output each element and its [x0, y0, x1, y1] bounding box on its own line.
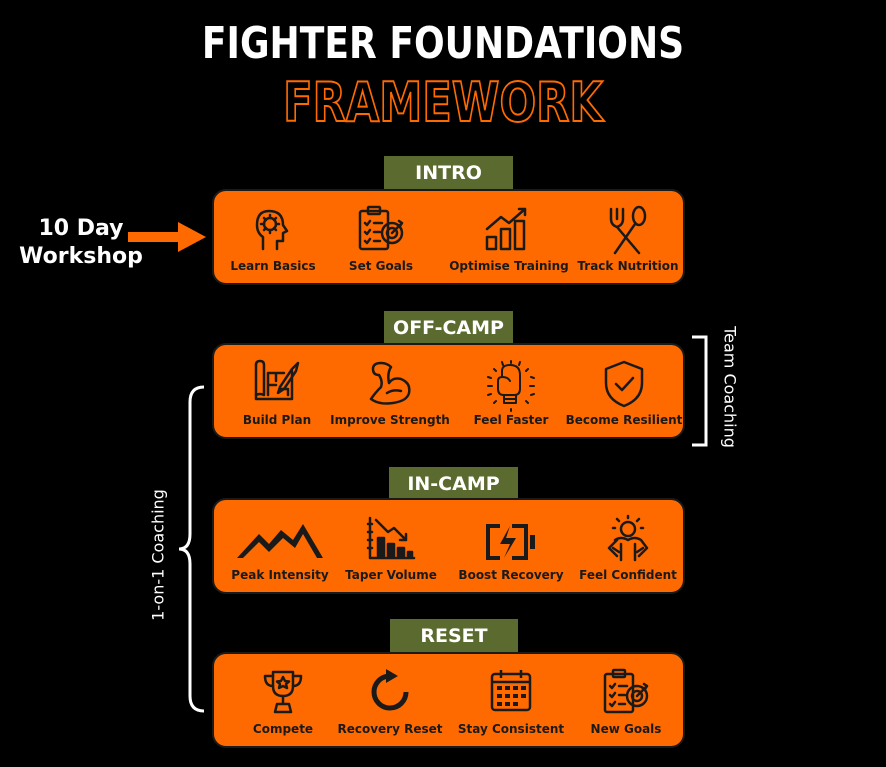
phase-item: Become Resilient: [565, 345, 683, 437]
phase-item-caption: Track Nutrition: [577, 259, 679, 273]
phase-item-caption: Optimise Training: [449, 259, 569, 273]
phase-item-caption: Learn Basics: [230, 259, 316, 273]
phase-item-caption: Stay Consistent: [457, 722, 565, 736]
phase-item-caption: Taper Volume: [345, 568, 437, 582]
battery-charge-icon: [486, 524, 535, 560]
phase-item: Compete: [224, 654, 342, 746]
phase-panel-intro: Learn Basics Set Goals Optimise Training…: [212, 189, 685, 285]
phase-item: Build Plan: [218, 345, 336, 437]
phase-item: Track Nutrition: [569, 191, 687, 283]
page-title: FIGHTER FOUNDATIONS: [201, 18, 685, 69]
phase-panel-reset: Compete Recovery Reset Stay Consistent: [212, 652, 685, 748]
phase-item: Feel Faster: [452, 345, 570, 437]
team-coaching-bracket: [692, 335, 708, 447]
phase-item-caption: Compete: [252, 722, 314, 736]
shield-check-icon: [604, 360, 644, 408]
team-coaching-label: Team Coaching: [720, 326, 740, 448]
phase-panel-in-camp: Peak Intensity Taper Volume Boost Recove…: [212, 498, 685, 594]
trophy-icon: [263, 670, 303, 714]
phase-item: Learn Basics: [214, 191, 332, 283]
phase-item-caption: Feel Faster: [473, 413, 549, 427]
one-on-one-coaching-brace: [178, 385, 205, 713]
phase-panel-off-camp: Build Plan Improve Strength Feel Faster …: [212, 343, 685, 439]
phase-item: New Goals: [567, 654, 685, 746]
phase-item-caption: Improve Strength: [330, 413, 450, 427]
phase-item: Optimise Training: [449, 191, 569, 283]
blueprint-pencil-icon: [254, 359, 300, 401]
phase-item: Improve Strength: [330, 345, 450, 437]
phase-item: Stay Consistent: [452, 654, 570, 746]
phase-item: Set Goals: [322, 191, 440, 283]
phase-item-caption: New Goals: [590, 722, 662, 736]
phase-item-caption: Set Goals: [348, 259, 414, 273]
phase-label-in-camp: IN-CAMP: [389, 467, 518, 502]
declining-chart-icon: [366, 516, 416, 560]
workshop-label: 10 Day Workshop: [12, 215, 150, 271]
phase-item-caption: Boost Recovery: [458, 568, 564, 582]
phase-item: Taper Volume: [332, 500, 450, 592]
mountain-peaks-icon: [237, 524, 323, 558]
phase-item: Recovery Reset: [331, 654, 449, 746]
phase-item-caption: Peak Intensity: [231, 568, 329, 582]
confident-person-icon: [607, 514, 649, 562]
phase-item-caption: Recovery Reset: [337, 722, 443, 736]
boxing-glove-icon: [487, 360, 535, 412]
growth-chart-icon: [485, 207, 527, 251]
fork-spoon-icon: [609, 205, 647, 255]
phase-label-reset: RESET: [390, 619, 518, 654]
clipboard-target-icon: [358, 205, 404, 251]
one-on-one-coaching-label: 1-on-1 Coaching: [148, 489, 168, 621]
phase-item: Feel Confident: [569, 500, 687, 592]
workshop-label-line2: Workshop: [19, 244, 143, 269]
page-subtitle: FRAMEWORK: [282, 71, 603, 135]
flexed-arm-icon: [369, 361, 411, 405]
phase-item: Peak Intensity: [221, 500, 339, 592]
calendar-icon: [490, 670, 532, 712]
phase-label-off-camp: OFF-CAMP: [384, 311, 513, 346]
phase-item-caption: Feel Confident: [579, 568, 677, 582]
arrow-right-icon: [128, 222, 206, 252]
clipboard-target-icon: [603, 668, 649, 714]
brain-head-icon: [255, 209, 289, 251]
phase-item: Boost Recovery: [452, 500, 570, 592]
phase-item-caption: Become Resilient: [565, 413, 683, 427]
refresh-arrow-icon: [371, 669, 409, 711]
workshop-label-line1: 10 Day: [38, 216, 124, 241]
phase-label-intro: INTRO: [384, 156, 513, 191]
phase-item-caption: Build Plan: [242, 413, 312, 427]
